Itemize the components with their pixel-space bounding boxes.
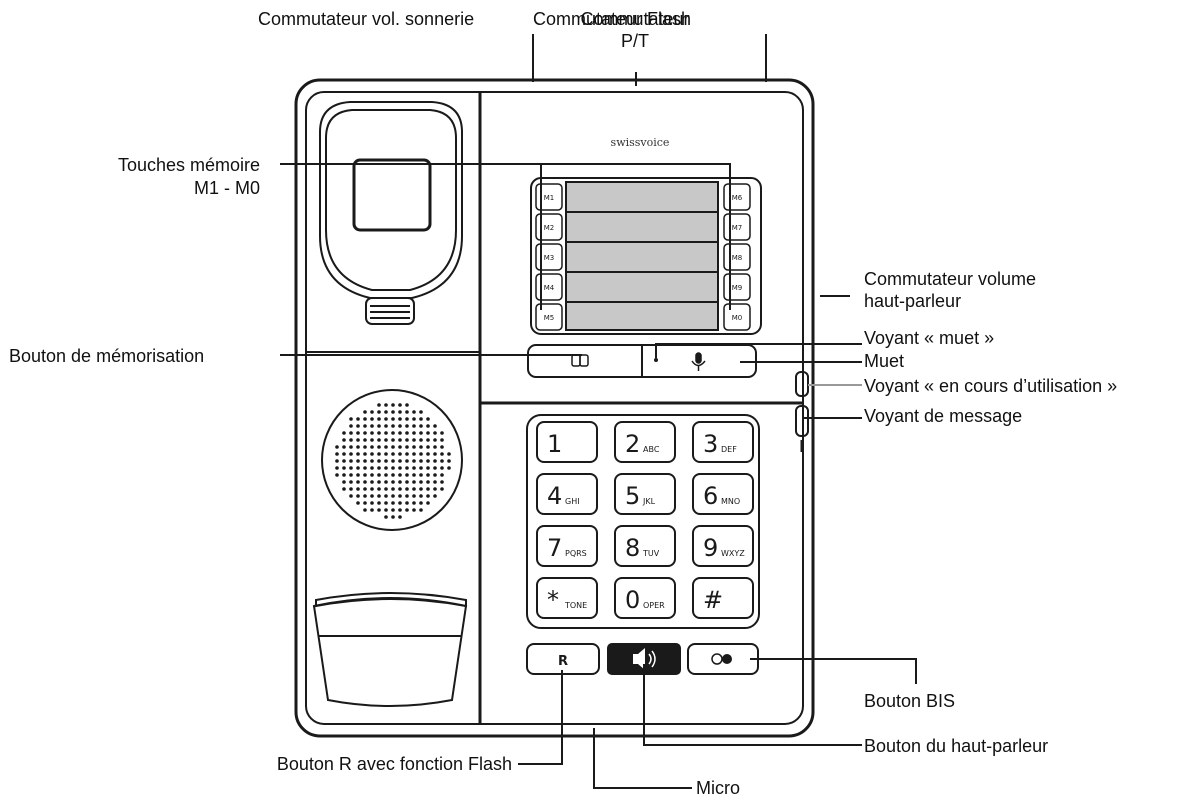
memory-key-label: M3 — [544, 254, 555, 262]
memory-keys-range-label: M1 - M0 — [193, 178, 260, 198]
keypad-digit: 7 — [547, 534, 562, 562]
pt-switch-label: Commutateur — [580, 9, 690, 29]
keypad-letters: ABC — [643, 445, 660, 454]
ring-volume-switch-label: Commutateur vol. sonnerie — [258, 9, 475, 29]
memory-key-m3[interactable]: M3 — [535, 243, 563, 271]
redial-button[interactable] — [687, 643, 759, 675]
memory-key-m1[interactable]: M1 — [535, 183, 563, 211]
speaker-volume-switch-label-2: haut-parleur — [864, 291, 962, 311]
memory-key-label: M1 — [544, 194, 555, 202]
svg-text:R: R — [558, 654, 568, 669]
flash-switch-label: Commutateur Flash — [533, 9, 692, 29]
memory-key-m2[interactable]: M2 — [535, 213, 563, 241]
keypad-key-hash[interactable]: # — [692, 577, 754, 619]
memory-key-label: M9 — [732, 284, 743, 292]
mute-led-label: Voyant « muet » — [864, 328, 995, 348]
microphone-icon — [691, 352, 706, 371]
speaker-button[interactable] — [607, 643, 681, 675]
memory-key-label: M8 — [732, 254, 743, 262]
keypad-digit: # — [703, 586, 723, 614]
message-led-label: Voyant de message — [864, 406, 1023, 426]
memory-key-label: M2 — [544, 224, 555, 232]
mute-label: Muet — [864, 351, 905, 371]
memory-key-m5[interactable]: M5 — [535, 303, 563, 331]
handset-mouthpiece — [312, 592, 468, 707]
keypad-digit: 5 — [625, 482, 640, 510]
keypad-letters: TUV — [642, 549, 660, 558]
memory-key-label: M4 — [544, 284, 555, 292]
memory-key-label: M5 — [544, 314, 555, 322]
keypad-letters: MNO — [721, 497, 740, 506]
micro-label: Micro — [696, 778, 740, 798]
redial-icon — [711, 653, 732, 665]
speaker-grille — [321, 389, 463, 531]
keypad-letters: OPER — [643, 601, 665, 610]
keypad-letters: DEF — [721, 445, 737, 454]
r-button-label: Bouton R avec fonction Flash — [276, 754, 512, 774]
keypad-digit: 6 — [703, 482, 718, 510]
mute-led — [654, 358, 658, 362]
keypad-key-star[interactable]: * TONE — [536, 577, 598, 619]
keypad-letters: WXYZ — [721, 549, 745, 558]
brand-logo: swissvoice — [611, 136, 670, 149]
keypad-digit: 1 — [547, 430, 562, 458]
keypad-letters: PQRS — [565, 549, 587, 558]
keypad-letters: GHI — [565, 497, 580, 506]
memory-key-label: M0 — [732, 314, 743, 322]
store-button-label: Bouton de mémorisation — [9, 346, 205, 366]
keypad-digit: 0 — [625, 586, 640, 614]
keypad-digit: * — [547, 586, 559, 614]
memory-key-m7[interactable]: M7 — [723, 213, 751, 241]
keypad-digit: 8 — [625, 534, 640, 562]
r-button[interactable]: R — [526, 643, 600, 675]
redial-button-label: Bouton BIS — [864, 691, 956, 711]
handset-earpiece — [319, 101, 463, 325]
memory-key-m6[interactable]: M6 — [723, 183, 751, 211]
speaker-volume-switch-label: Commutateur volume — [864, 269, 1037, 289]
keypad-digit: 2 — [625, 430, 640, 458]
memory-key-label: M6 — [732, 194, 743, 202]
keypad-frame — [526, 414, 760, 629]
keypad-letters: JKL — [642, 497, 656, 506]
keypad-letters: TONE — [564, 601, 587, 610]
memory-key-m0[interactable]: M0 — [723, 303, 751, 331]
callout-lines — [280, 34, 917, 789]
speaker-button-label: Bouton du haut-parleur — [864, 736, 1049, 756]
memory-key-label: M7 — [732, 224, 743, 232]
keypad-key-1[interactable]: 1 — [536, 421, 598, 463]
store-button[interactable] — [530, 347, 640, 375]
phone-body — [294, 78, 815, 738]
pt-label: P/T — [620, 31, 649, 51]
memory-key-m4[interactable]: M4 — [535, 273, 563, 301]
memory-key-panel — [530, 177, 762, 335]
mute-button[interactable] — [644, 347, 754, 375]
memory-key-m8[interactable]: M8 — [723, 243, 751, 271]
keypad-digit: 4 — [547, 482, 562, 510]
in-use-led-label: Voyant « en cours d’utilisation » — [864, 376, 1118, 396]
keypad-digit: 9 — [703, 534, 718, 562]
memory-key-m9[interactable]: M9 — [723, 273, 751, 301]
keypad-digit: 3 — [703, 430, 718, 458]
memory-keys-label: Touches mémoire — [117, 155, 260, 175]
